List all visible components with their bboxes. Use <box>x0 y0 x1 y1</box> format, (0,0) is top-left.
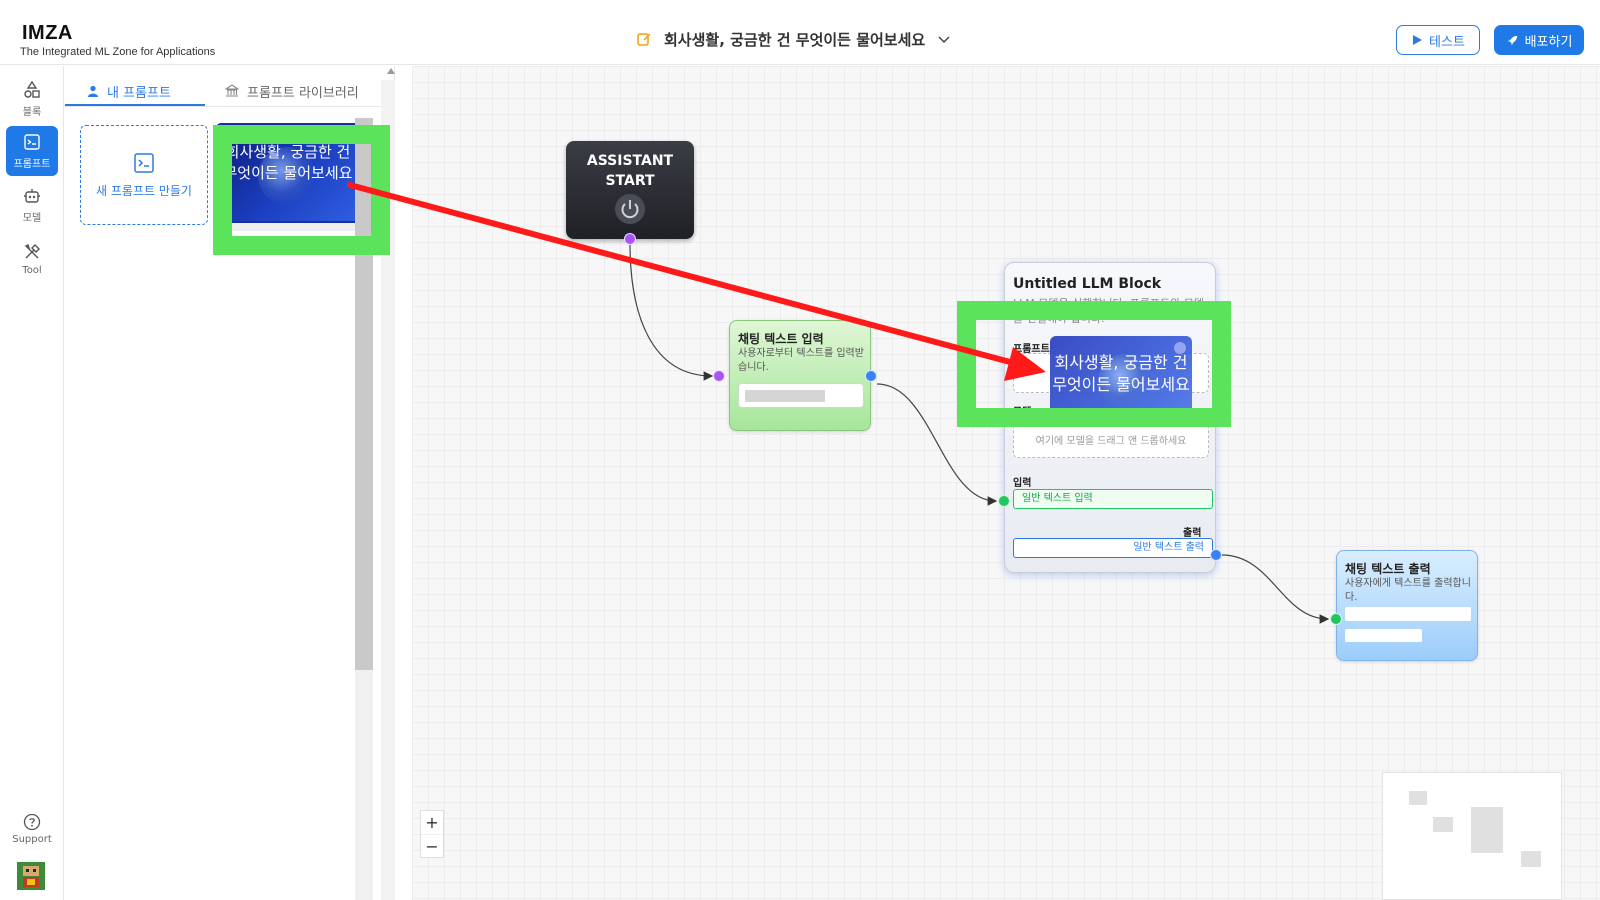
minimap-node <box>1521 851 1541 867</box>
deploy-button[interactable]: 배포하기 <box>1494 25 1584 55</box>
rocket-icon <box>1507 35 1517 45</box>
bank-icon <box>225 84 239 97</box>
rail-label-tool: Tool <box>22 265 42 276</box>
source-highlight-box <box>213 125 390 255</box>
prompt-card-orb <box>258 147 316 205</box>
terminal-icon <box>134 152 154 173</box>
llm-output-label: 출력 <box>1183 528 1202 539</box>
support-label: Support <box>12 834 52 845</box>
avatar[interactable] <box>17 862 45 890</box>
support-link[interactable]: Support <box>6 806 58 852</box>
target-highlight-box <box>957 301 1231 427</box>
rail-label-models: 모델 <box>22 213 42 224</box>
new-prompt-card[interactable]: 새 프롬프트 만들기 <box>80 125 208 225</box>
rail-label-blocks: 블록 <box>22 107 42 118</box>
tab-my-prompts[interactable]: 내 프롬프트 <box>87 74 171 108</box>
edge-start-to-input <box>629 242 714 381</box>
app-tagline: The Integrated ML Zone for Applications <box>20 46 216 58</box>
chat-output-preview-line2 <box>1345 629 1422 642</box>
llm-output-port[interactable] <box>1210 549 1222 561</box>
chat-input-desc: 사용자로부터 텍스트를 입력받습니다. <box>738 348 864 373</box>
assistant-start-node[interactable]: ASSISTANT START <box>566 141 694 239</box>
start-node-line1: ASSISTANT <box>586 153 674 169</box>
project-title: 회사생활, 궁금한 건 무엇이든 물어보세요 <box>664 30 926 49</box>
prompt-card-footer <box>216 223 360 231</box>
edge-llm-to-output <box>1221 554 1330 624</box>
chat-text-output-node[interactable]: 채팅 텍스트 출력 사용자에게 텍스트를 출력합니다. <box>1336 550 1478 661</box>
dragged-prompt-card[interactable]: 회사생활, 궁금한 건 무엇이든 물어보세요 <box>1050 336 1192 420</box>
left-rail: 블록 프롬프트 모델 Tool Support <box>0 66 64 900</box>
new-prompt-label: 새 프롬프트 만들기 <box>96 183 192 198</box>
chevron-down-icon <box>938 36 950 44</box>
minimap[interactable] <box>1382 772 1562 900</box>
dragged-card-title: 회사생활, 궁금한 건 무엇이든 물어보세요 <box>1052 353 1190 394</box>
llm-input-field[interactable]: 일반 텍스트 입력 <box>1013 489 1213 509</box>
minimap-node <box>1409 791 1427 805</box>
tools-icon <box>24 244 40 259</box>
user-icon <box>88 85 98 97</box>
tab-divider <box>65 106 395 107</box>
dragged-card-orb <box>1098 354 1152 408</box>
zoom-out-button[interactable]: − <box>421 834 443 857</box>
rail-item-tool[interactable]: Tool <box>6 234 58 284</box>
rail-label-prompts: 프롬프트 <box>13 159 51 170</box>
chat-output-desc: 사용자에게 텍스트를 출력합니다. <box>1345 578 1471 603</box>
play-icon <box>1413 35 1423 45</box>
dragged-card-menu-icon <box>1174 342 1186 354</box>
llm-output-field[interactable]: 일반 텍스트 출력 <box>1013 538 1213 558</box>
test-button-label: 테스트 <box>1429 33 1465 49</box>
chat-input-title: 채팅 텍스트 입력 <box>738 332 824 346</box>
llm-block-title: Untitled LLM Block <box>1013 276 1162 292</box>
app-header: IMZA The Integrated ML Zone for Applicat… <box>0 0 1600 65</box>
start-output-port[interactable] <box>624 233 636 245</box>
edge-input-to-llm <box>876 383 998 506</box>
edit-note-icon <box>637 33 651 46</box>
llm-input-port[interactable] <box>998 495 1010 507</box>
chat-input-out-port[interactable] <box>865 370 877 382</box>
start-node-label: ASSISTANT START <box>566 151 694 191</box>
zoom-in-button[interactable]: + <box>425 813 439 832</box>
rail-item-models[interactable]: 모델 <box>6 180 58 230</box>
tab-prompt-library[interactable]: 프롬프트 라이브러리 <box>225 74 359 108</box>
scroll-up-arrow-icon[interactable] <box>387 68 395 74</box>
tab-prompt-library-label: 프롬프트 라이브러리 <box>247 85 359 101</box>
help-circle-icon <box>23 813 41 831</box>
rail-item-blocks[interactable]: 블록 <box>6 74 58 124</box>
chat-output-title: 채팅 텍스트 출력 <box>1345 562 1431 576</box>
deploy-button-label: 배포하기 <box>1524 33 1573 49</box>
start-node-line2: START <box>605 173 655 189</box>
minimap-node <box>1433 817 1453 832</box>
chat-text-input-node[interactable]: 채팅 텍스트 입력 사용자로부터 텍스트를 입력받습니다. <box>729 320 871 431</box>
robot-icon <box>24 189 40 203</box>
zoom-controls: + − <box>420 810 444 858</box>
minimap-node <box>1471 807 1503 853</box>
terminal-icon <box>24 134 40 150</box>
power-icon <box>615 194 645 224</box>
active-tab-indicator <box>65 104 205 106</box>
chat-input-preview <box>738 383 864 408</box>
chat-input-in-port[interactable] <box>713 370 725 382</box>
tab-my-prompts-label: 내 프롬프트 <box>107 85 171 101</box>
rail-item-prompts[interactable]: 프롬프트 <box>6 126 58 176</box>
llm-input-label: 입력 <box>1013 478 1032 489</box>
prompt-card-title: 회사생활, 궁금한 건 무엇이든 물어보세요 <box>223 143 353 182</box>
shapes-icon <box>24 80 40 98</box>
project-title-selector[interactable]: 회사생활, 궁금한 건 무엇이든 물어보세요 <box>636 26 951 52</box>
app-logo: IMZA <box>22 22 73 44</box>
test-button[interactable]: 테스트 <box>1396 25 1480 55</box>
chat-output-in-port[interactable] <box>1330 613 1342 625</box>
flow-canvas[interactable]: ASSISTANT START 채팅 텍스트 입력 사용자로부터 텍스트를 입력… <box>412 66 1600 900</box>
chat-output-preview-line1 <box>1345 607 1471 621</box>
